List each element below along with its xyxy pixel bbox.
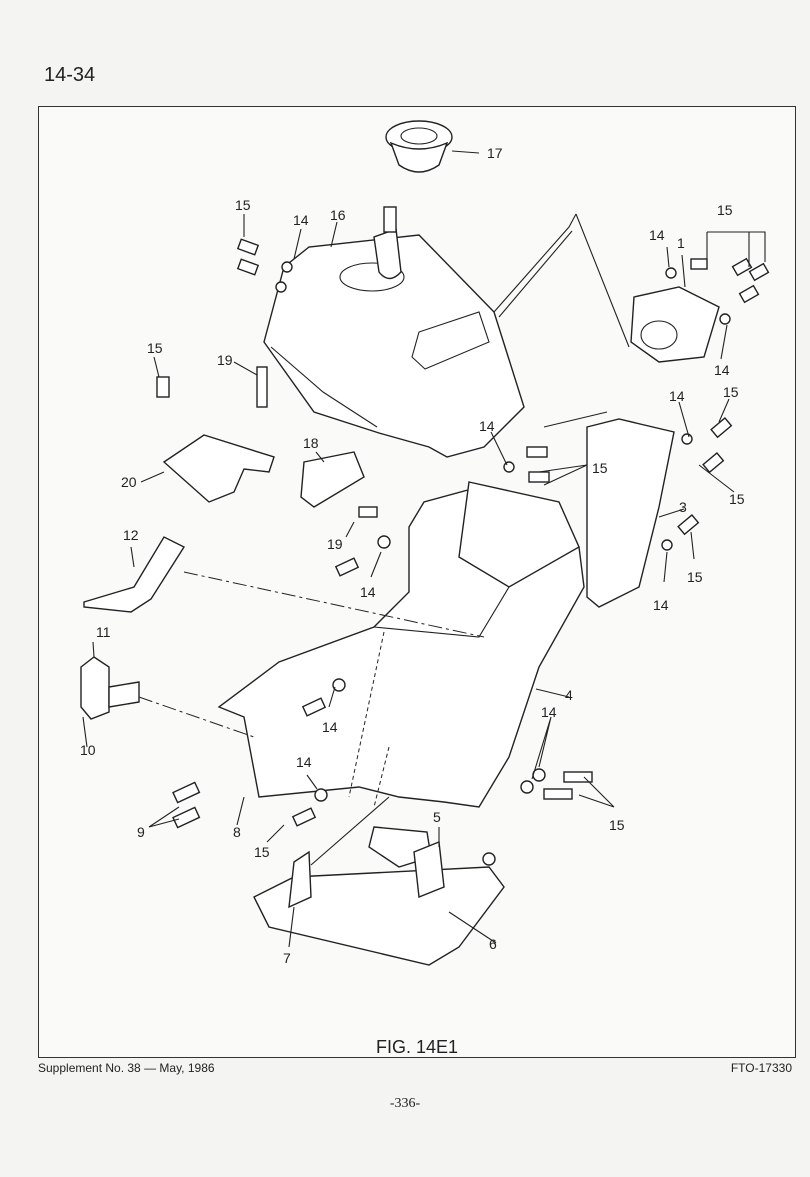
callout-19: 19	[327, 536, 343, 552]
callout-15: 15	[147, 340, 163, 356]
bracket-10-11	[80, 656, 255, 738]
callout-14: 14	[653, 597, 669, 613]
figure-caption: FIG. 14E1	[375, 1037, 459, 1057]
figure-frame: 17 15 14 16 15 19 20 18 19 14 12 11 10 1…	[38, 106, 796, 1058]
exploded-parts-diagram: 17 15 14 16 15 19 20 18 19 14 12 11 10 1…	[80, 120, 770, 966]
side-panel	[543, 411, 675, 608]
page-number: 14-34	[44, 64, 96, 86]
callout-6: 6	[489, 936, 497, 952]
callout-15: 15	[687, 569, 703, 585]
callout-14: 14	[293, 212, 309, 228]
callout-14: 14	[541, 704, 557, 720]
callout-10: 10	[80, 742, 96, 758]
callout-11: 11	[96, 624, 111, 640]
callout-14: 14	[714, 362, 730, 378]
callout-labels: 17 15 14 16 15 19 20 18 19 14 12 11 10 1…	[80, 145, 745, 966]
callout-20: 20	[121, 474, 137, 490]
callout-19: 19	[217, 352, 233, 368]
plate-20	[162, 434, 275, 503]
document-code: FTO-17330	[730, 1061, 792, 1075]
callout-8: 8	[233, 824, 241, 840]
callout-14: 14	[649, 227, 665, 243]
console-body	[217, 481, 585, 808]
callout-15: 15	[717, 202, 733, 218]
callout-14: 14	[669, 388, 685, 404]
callout-12: 12	[123, 527, 139, 543]
callout-16: 16	[330, 207, 346, 223]
callout-18: 18	[303, 435, 319, 451]
page-footer: -336-	[389, 1096, 421, 1111]
callout-14: 14	[322, 719, 338, 735]
floor-plate	[253, 796, 505, 966]
fasteners	[156, 238, 770, 866]
callout-15: 15	[235, 197, 251, 213]
callout-15: 15	[609, 817, 625, 833]
callout-3: 3	[679, 499, 687, 515]
callout-14: 14	[360, 584, 376, 600]
top-housing	[263, 206, 577, 458]
callout-14: 14	[479, 418, 495, 434]
callout-15: 15	[592, 460, 608, 476]
callout-1: 1	[677, 235, 685, 251]
callout-15: 15	[723, 384, 739, 400]
callout-15: 15	[729, 491, 745, 507]
callout-14: 14	[296, 754, 312, 770]
supplement-note: Supplement No. 38 — May, 1986	[38, 1061, 215, 1075]
callout-9: 9	[137, 824, 145, 840]
callout-15: 15	[254, 844, 270, 860]
callout-7: 7	[283, 950, 291, 966]
bracket-12	[83, 536, 485, 638]
callout-5: 5	[433, 809, 441, 825]
shifter-assembly	[575, 213, 720, 363]
shift-boot	[385, 120, 480, 173]
leader-lines	[82, 214, 766, 948]
callout-17: 17	[487, 145, 503, 161]
callout-4: 4	[565, 687, 573, 703]
bracket-18	[300, 451, 365, 508]
